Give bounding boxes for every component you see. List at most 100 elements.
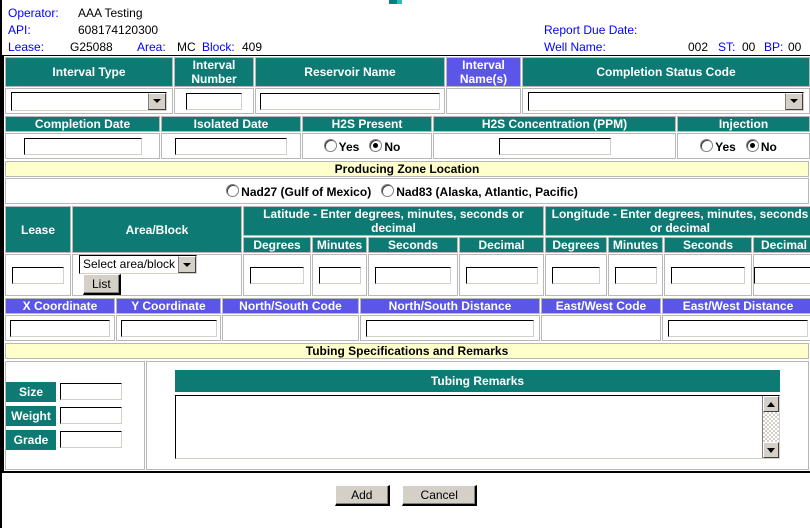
datum-radio-row: Nad27 (Gulf of Mexico) Nad83 (Alaska, Atl… bbox=[5, 178, 809, 204]
lease-value: G25088 bbox=[70, 40, 113, 54]
tubing-band-section: Tubing Specifications and Remarks bbox=[4, 342, 810, 360]
completion-status-selected-value bbox=[529, 93, 785, 110]
chevron-down-icon[interactable] bbox=[785, 92, 803, 110]
lease-input[interactable] bbox=[12, 266, 64, 284]
interval-type-select[interactable] bbox=[11, 91, 167, 111]
isolated-date-header: Isolated Date bbox=[161, 116, 301, 132]
x-coordinate-input[interactable] bbox=[10, 319, 110, 337]
tubing-weight-input[interactable] bbox=[60, 407, 122, 424]
completion-status-select[interactable] bbox=[528, 91, 804, 111]
lon-seconds-input[interactable] bbox=[671, 266, 745, 284]
injection-yes-label: Yes bbox=[715, 139, 736, 154]
lon-degrees-input[interactable] bbox=[552, 266, 600, 284]
lon-decimal-input[interactable] bbox=[754, 266, 810, 284]
north-south-code-cell bbox=[222, 315, 359, 341]
interval-header-row: Interval Type Interval Number Reservoir … bbox=[5, 57, 810, 87]
well-info-header: Operator: AAA Testing API: 608174120300 … bbox=[2, 0, 810, 56]
lat-decimal-cell bbox=[459, 254, 544, 296]
y-coordinate-header: Y Coordinate bbox=[116, 298, 221, 314]
east-west-distance-input[interactable] bbox=[668, 319, 808, 337]
nad83-radio[interactable] bbox=[381, 183, 395, 197]
lon-degrees-header: Degrees bbox=[545, 237, 607, 253]
lease-cell bbox=[5, 254, 71, 296]
area-block-list-button[interactable]: List bbox=[83, 274, 121, 295]
injection-no-radio[interactable] bbox=[745, 138, 759, 152]
completion-date-cell bbox=[5, 133, 160, 159]
completion-date-input[interactable] bbox=[23, 137, 142, 155]
sidetrack-value: 00 bbox=[742, 40, 756, 54]
lat-minutes-input[interactable] bbox=[318, 266, 361, 284]
h2s-no-radio[interactable] bbox=[369, 138, 383, 152]
well-name-label: Well Name: bbox=[544, 40, 606, 54]
injection-yes-radio[interactable] bbox=[700, 138, 714, 152]
tubing-remarks-textarea[interactable] bbox=[175, 395, 780, 459]
north-south-distance-input[interactable] bbox=[366, 319, 534, 337]
interval-number-input[interactable] bbox=[186, 92, 242, 110]
lat-minutes-cell bbox=[312, 254, 367, 296]
detail-header-row: Completion Date Isolated Date H2S Presen… bbox=[5, 116, 810, 132]
nad27-radio[interactable] bbox=[226, 183, 240, 197]
chevron-down-icon[interactable] bbox=[178, 256, 196, 273]
h2s-yes-radio[interactable] bbox=[323, 138, 337, 152]
lon-decimal-header: Decimal bbox=[753, 237, 810, 253]
isolated-date-input[interactable] bbox=[175, 137, 287, 155]
tubing-remarks-scrollbar[interactable] bbox=[762, 396, 779, 458]
lat-seconds-input[interactable] bbox=[375, 266, 451, 284]
nad27-label: Nad27 (Gulf of Mexico) bbox=[241, 184, 372, 199]
add-button[interactable]: Add bbox=[334, 485, 390, 506]
tubing-specs-panel: Size Weight Grade bbox=[5, 361, 145, 470]
tubing-band-title: Tubing Specifications and Remarks bbox=[5, 343, 809, 359]
scroll-down-icon[interactable] bbox=[763, 442, 779, 458]
north-south-code-header: North/South Code bbox=[222, 298, 359, 314]
interval-names-header: Interval Name(s) bbox=[446, 57, 521, 87]
producing-zone-section: Producing Zone Location Nad27 (Gulf of M… bbox=[4, 160, 810, 205]
teal-marker-icon bbox=[389, 0, 397, 4]
tubing-size-row: Size bbox=[6, 381, 144, 402]
tubing-remarks-text[interactable] bbox=[176, 396, 762, 458]
tubing-weight-label: Weight bbox=[6, 405, 56, 426]
lon-decimal-cell bbox=[753, 254, 810, 296]
lat-decimal-header: Decimal bbox=[459, 237, 544, 253]
lease-col-header: Lease bbox=[5, 206, 71, 253]
reservoir-name-input[interactable] bbox=[260, 92, 440, 110]
interval-section: Interval Type Interval Number Reservoir … bbox=[4, 56, 810, 115]
tubing-grade-input[interactable] bbox=[60, 431, 122, 448]
scrollbar-track[interactable] bbox=[763, 412, 779, 442]
tubing-remarks-panel: Tubing Remarks bbox=[146, 361, 809, 470]
tubing-grade-row: Grade bbox=[6, 429, 144, 450]
completion-status-cell bbox=[522, 88, 810, 114]
nad83-label: Nad83 (Alaska, Atlantic, Pacific) bbox=[396, 184, 578, 199]
coordinates-input-row bbox=[5, 315, 810, 341]
location-section: Lease Area/Block Latitude - Enter degree… bbox=[4, 205, 810, 297]
completion-date-header: Completion Date bbox=[5, 116, 160, 132]
lat-decimal-input[interactable] bbox=[465, 266, 538, 284]
north-south-distance-cell bbox=[360, 315, 540, 341]
cancel-button[interactable]: Cancel bbox=[402, 485, 478, 506]
lon-minutes-input[interactable] bbox=[614, 266, 657, 284]
coordinates-section: X Coordinate Y Coordinate North/South Co… bbox=[4, 297, 810, 342]
chevron-down-icon[interactable] bbox=[148, 92, 166, 110]
y-coordinate-input[interactable] bbox=[120, 319, 217, 337]
producing-zone-band-title: Producing Zone Location bbox=[5, 161, 809, 177]
h2s-concentration-input[interactable] bbox=[498, 137, 611, 155]
interval-type-selected-value bbox=[12, 93, 148, 110]
cyan-marker-icon bbox=[397, 0, 402, 4]
lat-seconds-header: Seconds bbox=[368, 237, 458, 253]
reservoir-name-header: Reservoir Name bbox=[255, 57, 445, 87]
tubing-weight-row: Weight bbox=[6, 405, 144, 426]
tubing-size-input[interactable] bbox=[60, 383, 122, 400]
scroll-up-icon[interactable] bbox=[763, 396, 779, 412]
h2s-no-label: No bbox=[384, 139, 401, 154]
coordinates-header-row: X Coordinate Y Coordinate North/South Co… bbox=[5, 298, 810, 314]
lon-degrees-cell bbox=[545, 254, 607, 296]
lat-degrees-header: Degrees bbox=[243, 237, 311, 253]
area-block-col-header: Area/Block bbox=[72, 206, 242, 253]
lat-degrees-input[interactable] bbox=[250, 266, 304, 284]
tubing-grade-label: Grade bbox=[6, 429, 56, 450]
area-block-select[interactable]: Select area/block bbox=[79, 255, 197, 274]
longitude-group-header: Longitude - Enter degrees, minutes, seco… bbox=[545, 206, 810, 236]
injection-no-label: No bbox=[760, 139, 777, 154]
h2s-concentration-cell bbox=[433, 133, 676, 159]
